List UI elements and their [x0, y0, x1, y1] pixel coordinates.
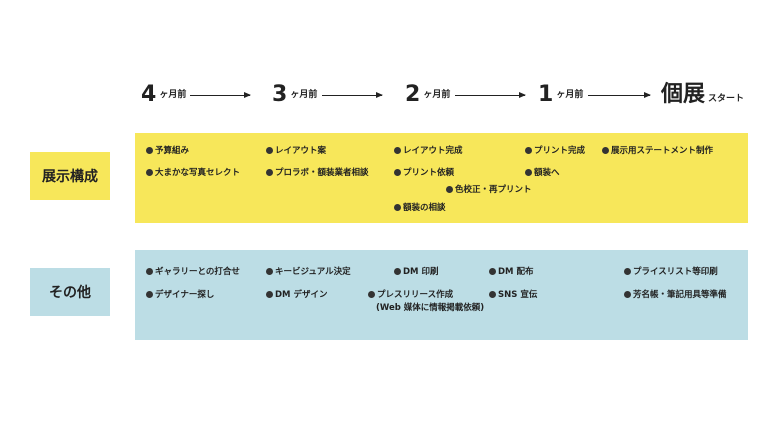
stage-unit: ヶ月前: [423, 90, 451, 100]
stage-number: 2: [405, 82, 421, 107]
task-item: デザイナー探し: [146, 290, 214, 301]
bullet-icon: [146, 291, 153, 298]
stage-unit: ヶ月前: [556, 90, 584, 100]
row-label-exhibition: 展示構成: [30, 152, 110, 200]
bullet-icon: [266, 291, 273, 298]
task-item: プロラボ・額装業者相談: [266, 168, 369, 179]
task-item: 大まかな写真セレクト: [146, 168, 240, 179]
bullet-icon: [146, 147, 153, 154]
task-item: DM 配布: [489, 267, 533, 278]
task-item: 展示用ステートメント制作: [602, 146, 713, 157]
exhibition-panel: 予算組み 大まかな写真セレクト レイアウト案 プロラボ・額装業者相談 レイアウト…: [135, 133, 748, 223]
stage-number: 1: [538, 82, 554, 107]
task-item: レイアウト完成: [394, 146, 463, 157]
bullet-icon: [266, 169, 273, 176]
bullet-icon: [146, 169, 153, 176]
task-item: 色校正・再プリント: [446, 185, 532, 196]
arrow-icon: [588, 92, 651, 98]
bullet-icon: [525, 147, 532, 154]
bullet-icon: [394, 147, 401, 154]
task-item: ギャラリーとの打合せ: [146, 267, 240, 278]
task-item: プライスリスト等印刷: [624, 267, 718, 278]
row-label-text: 展示構成: [42, 169, 98, 185]
bullet-icon: [624, 268, 631, 275]
stage-exhibition-start: 個展スタート: [661, 82, 744, 112]
final-label: 個展: [661, 82, 706, 107]
task-item: SNS 宣伝: [489, 290, 537, 301]
task-item: 予算組み: [146, 146, 189, 157]
task-item: プレスリリース作成: [368, 290, 453, 301]
task-item: DM 印刷: [394, 267, 438, 278]
bullet-icon: [489, 268, 496, 275]
stage-unit: ヶ月前: [290, 90, 318, 100]
arrow-icon: [190, 92, 251, 98]
stage-unit: ヶ月前: [159, 90, 187, 100]
task-item: 額装の相談: [394, 203, 446, 214]
task-item: プリント完成: [525, 146, 585, 157]
bullet-icon: [525, 169, 532, 176]
arrow-icon: [455, 92, 526, 98]
bullet-icon: [489, 291, 496, 298]
other-panel: ギャラリーとの打合せ デザイナー探し キービジュアル決定 DM デザイン DM …: [135, 250, 748, 340]
bullet-icon: [602, 147, 609, 154]
task-item: レイアウト案: [266, 146, 326, 157]
bullet-icon: [368, 291, 375, 298]
task-item: プリント依頼: [394, 168, 454, 179]
row-label-other: その他: [30, 268, 110, 316]
bullet-icon: [146, 268, 153, 275]
task-item: 額装へ: [525, 168, 560, 179]
bullet-icon: [394, 268, 401, 275]
stage-number: 4: [141, 82, 157, 107]
row-label-text: その他: [49, 285, 91, 301]
task-item: キービジュアル決定: [266, 267, 351, 278]
bullet-icon: [446, 186, 453, 193]
bullet-icon: [266, 268, 273, 275]
bullet-icon: [624, 291, 631, 298]
task-item-note: (Web 媒体に情報掲載依頼): [376, 303, 485, 313]
bullet-icon: [394, 204, 401, 211]
final-unit: スタート: [708, 94, 745, 104]
bullet-icon: [266, 147, 273, 154]
stage-number: 3: [272, 82, 288, 107]
bullet-icon: [394, 169, 401, 176]
task-item: 芳名帳・筆記用具等準備: [624, 290, 727, 301]
task-item: DM デザイン: [266, 290, 327, 301]
arrow-icon: [322, 92, 383, 98]
